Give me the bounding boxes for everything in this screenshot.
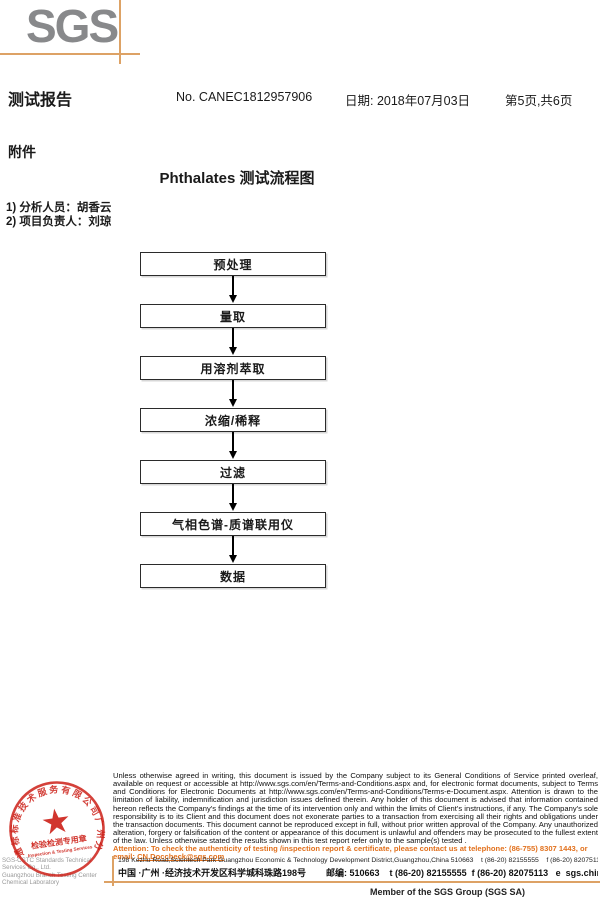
flowchart-title: Phthalates 测试流程图 (159, 170, 315, 187)
report-title: 测试报告 (8, 92, 73, 109)
flow-step-measure: 量取 (140, 304, 326, 328)
flow-step-solvent-extraction: 用溶剂萃取 (140, 356, 326, 380)
flow-step-data: 数据 (140, 564, 326, 588)
project-lead-line: 2) 项目负责人：刘琼 (6, 216, 112, 228)
flow-step-pretreatment: 预处理 (140, 252, 326, 276)
attachment-label: 附件 (8, 144, 36, 160)
sgs-logo: SGS (0, 0, 150, 70)
legal-disclaimer: Unless otherwise agreed in writing, this… (113, 771, 598, 846)
crop-mark-horizontal (0, 53, 140, 55)
sgs-member-line: Member of the SGS Group (SGS SA) (370, 887, 526, 897)
address-english: 198 Kezhu Road,Scientech Park Guangzhou … (118, 857, 598, 864)
analyst-line: 1) 分析人员：胡香云 (6, 202, 112, 214)
personnel-block: 1) 分析人员：胡香云 2) 项目负责人：刘琼 (6, 201, 111, 229)
crop-mark-vertical (119, 0, 121, 64)
report-number: No. CANEC1812957906 (176, 90, 313, 104)
address-chinese: 中国 ·广州 ·经济技术开发区科学城科珠路198号 邮编: 510663 t (… (118, 868, 598, 878)
down-arrow-icon (140, 536, 326, 564)
page-indicator: 第5页,共6页 (505, 94, 573, 108)
report-date: 日期: 2018年07月03日 (345, 94, 471, 108)
footer-rule (104, 881, 600, 883)
test-flowchart: 预处理 量取 用溶剂萃取 浓缩/稀释 过滤 气相色谱-质谱联用仪 数据 (140, 252, 326, 588)
down-arrow-icon (140, 432, 326, 460)
down-arrow-icon (140, 380, 326, 408)
flow-step-gcms: 气相色谱-质谱联用仪 (140, 512, 326, 536)
down-arrow-icon (140, 484, 326, 512)
lab-name-line1: SGS-CSTC Standards Technical Services Co… (2, 857, 92, 872)
down-arrow-icon (140, 328, 326, 356)
flow-step-concentrate-dilute: 浓缩/稀释 (140, 408, 326, 432)
inspection-stamp: 通标标准技术服务有限公司广州分公司 ★ 检验检测专用章 Inspection &… (1, 773, 110, 877)
attention-note: Attention: To check the authenticity of … (113, 844, 598, 862)
doccheck-email: CN.Doccheck@sgs.com (137, 852, 225, 862)
attention-text: Attention: To check the authenticity of … (113, 844, 588, 862)
address-divider (112, 856, 114, 886)
down-arrow-icon (140, 276, 326, 304)
stamp-star-icon: ★ (38, 801, 73, 843)
sgs-logo-text: SGS (26, 0, 119, 52)
flow-step-filter: 过滤 (140, 460, 326, 484)
